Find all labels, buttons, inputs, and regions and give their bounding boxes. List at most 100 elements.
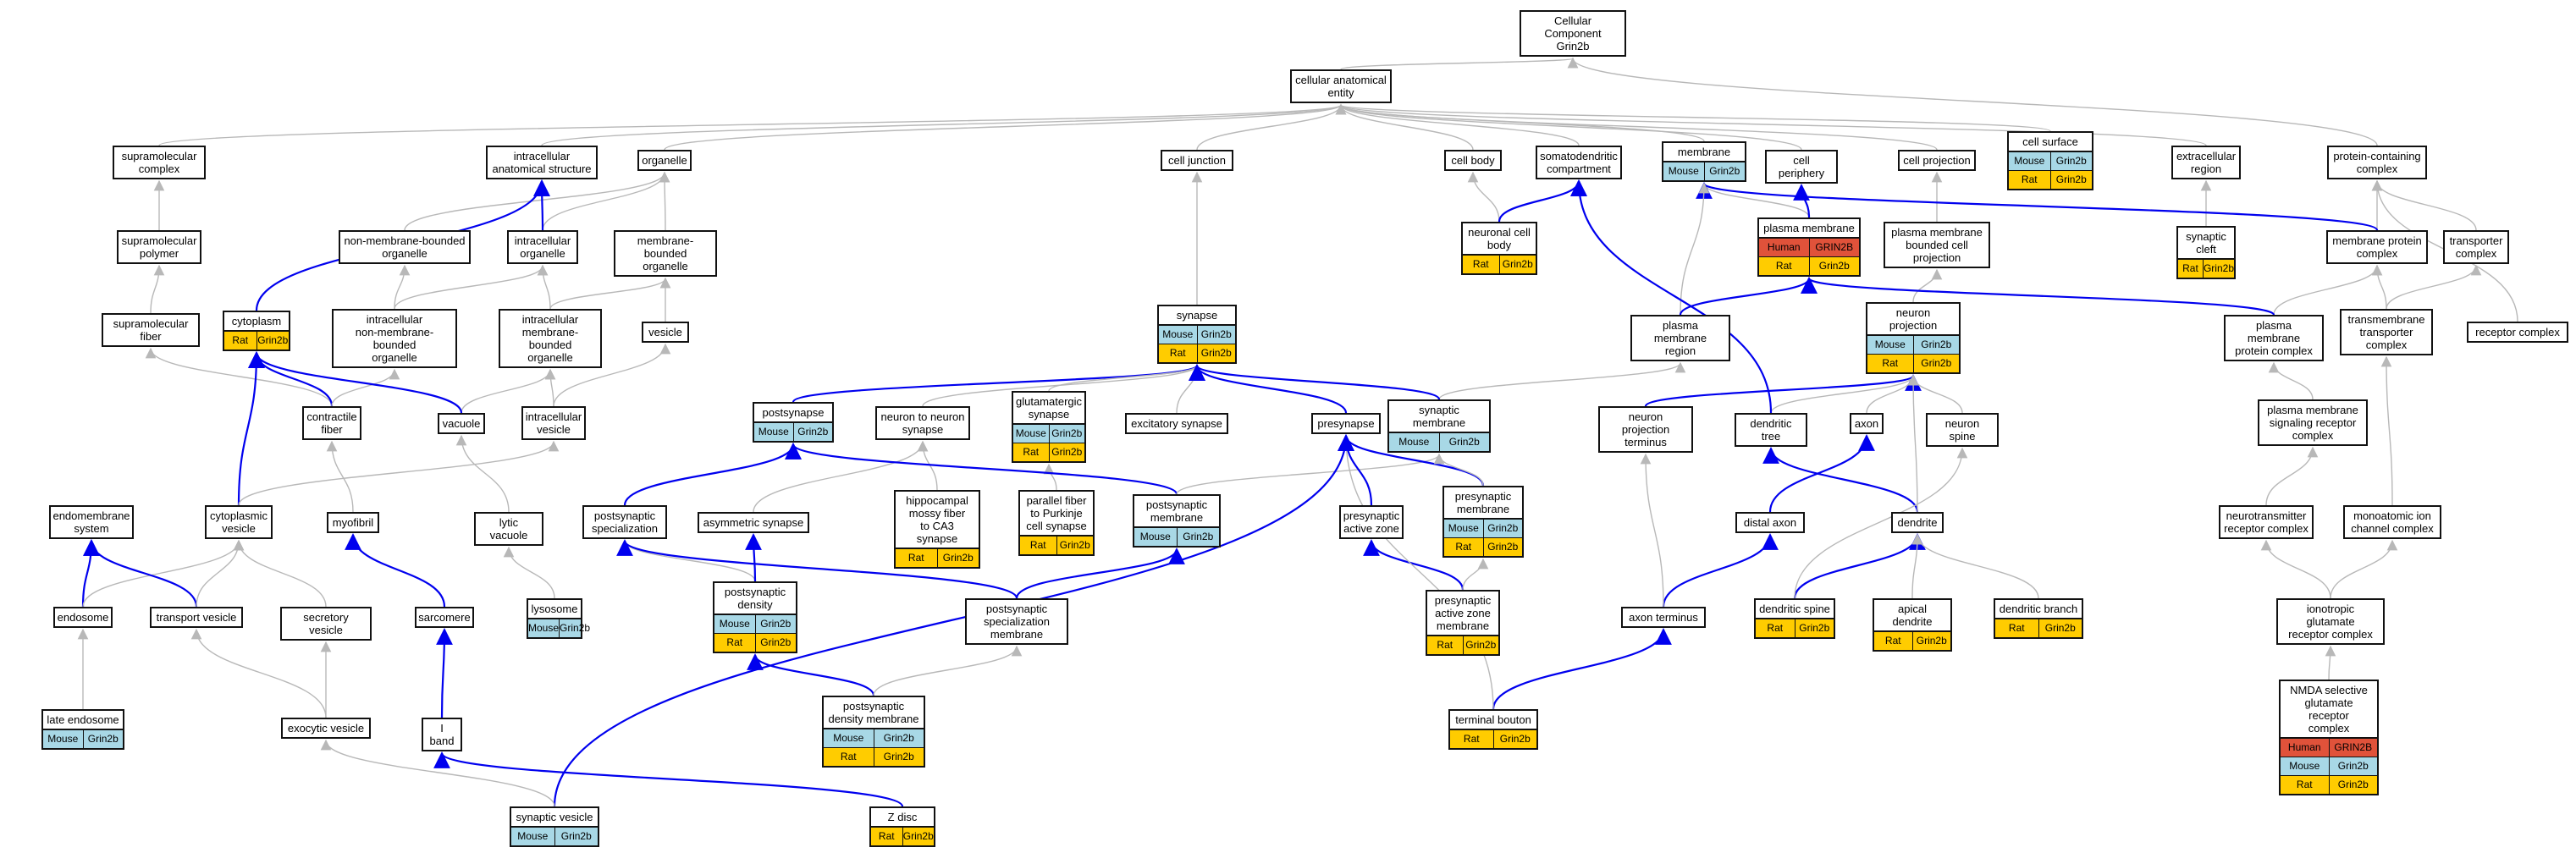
node-transporter-complex: transporter complex bbox=[2443, 230, 2509, 264]
species-label: Rat bbox=[1023, 446, 1040, 458]
species-label: Rat bbox=[1882, 357, 1899, 369]
species-label: Mouse bbox=[758, 426, 789, 438]
node-label: transporter complex bbox=[2449, 234, 2503, 260]
node-label: lysosome bbox=[528, 600, 581, 619]
node-label: neurotransmitter receptor complex bbox=[2224, 509, 2308, 535]
node-exocytic-vesicle: exocytic vesicle bbox=[281, 718, 371, 739]
node-label: exocytic vesicle bbox=[287, 722, 365, 735]
node-pm-protein-complex: plasma membrane protein complex bbox=[2224, 315, 2324, 361]
species-label: Rat bbox=[726, 636, 743, 648]
species-label: Mouse bbox=[1874, 338, 1906, 350]
node-axon: axon bbox=[1850, 413, 1884, 434]
node-nonmem-organelle: non-membrane-bounded organelle bbox=[339, 230, 471, 264]
edge-postsynapse-to-synapse bbox=[792, 364, 1205, 404]
gene-label: Grin2b bbox=[1498, 256, 1536, 273]
node-label: cellular anatomical entity bbox=[1295, 74, 1387, 99]
node-label: terminal bouton bbox=[1450, 711, 1536, 729]
edge-axon-to-neuron-projection bbox=[1866, 374, 1919, 414]
node-label: secretory vesicle bbox=[303, 611, 349, 636]
edge-glutamatergic-to-synapse bbox=[1048, 364, 1203, 392]
node-lytic-vacuole: lytic vacuole bbox=[474, 512, 543, 546]
gene-label: GRIN2B bbox=[2328, 739, 2378, 757]
node-i-band: I band bbox=[422, 718, 462, 751]
node-label: cell surface bbox=[2009, 133, 2092, 151]
edge-ionotropic-glutamate-to-neurotransmitter-receptor bbox=[2260, 539, 2331, 599]
edge-synaptic-membrane-to-pm-region bbox=[1438, 361, 1686, 400]
node-label: intracellular anatomical structure bbox=[492, 150, 592, 175]
edge-axon-terminus-to-distal-axon bbox=[1662, 533, 1779, 608]
edge-dendritic-spine-to-dendrite bbox=[1793, 533, 1926, 599]
edge-pm-region-to-plasma-membrane bbox=[1679, 277, 1818, 316]
node-nmda-receptor: NMDA selective glutamate receptor comple… bbox=[2279, 680, 2379, 795]
edge-pm-protein-complex-to-plasma-membrane bbox=[1801, 277, 2275, 316]
node-label: axon terminus bbox=[1629, 611, 1698, 624]
edge-cell-junction-to-cae bbox=[1196, 103, 1347, 151]
gene-label: Grin2b bbox=[1048, 425, 1085, 443]
edge-intracell-organelle-to-intracell-anat bbox=[533, 179, 550, 231]
species-label: Rat bbox=[1029, 539, 1046, 551]
node-label: membrane-bounded organelle bbox=[637, 234, 694, 272]
species-label: Mouse bbox=[528, 622, 560, 634]
species-label: Human bbox=[1767, 241, 1801, 253]
species-label: Mouse bbox=[2289, 760, 2320, 772]
edge-transport-vesicle-to-endomembrane bbox=[83, 539, 198, 608]
node-endosome: endosome bbox=[53, 607, 113, 628]
node-label: cell junction bbox=[1168, 154, 1226, 167]
species-label: Rat bbox=[878, 830, 895, 842]
node-label: vesicle bbox=[648, 326, 682, 338]
node-label: endomembrane system bbox=[52, 509, 130, 535]
edge-presynaptic-membrane-to-synaptic-membrane bbox=[1433, 453, 1484, 487]
node-postsynaptic-spec-membrane: postsynaptic specialization membrane bbox=[965, 598, 1068, 645]
edge-contractile-fiber-to-intracell-nonmem-organelle bbox=[331, 368, 400, 407]
node-root: Cellular Component Grin2b bbox=[1520, 10, 1626, 57]
gene-label: Grin2b bbox=[936, 549, 979, 567]
node-label: membrane bbox=[1663, 143, 1745, 162]
gene-label: Grin2b bbox=[754, 634, 797, 652]
edge-transporter-complex-to-protein-containing bbox=[2371, 179, 2477, 231]
node-label: asymmetric synapse bbox=[703, 516, 804, 529]
node-label: presynaptic membrane bbox=[1444, 487, 1522, 519]
node-ionotropic-glutamate: ionotropic glutamate receptor complex bbox=[2276, 598, 2385, 645]
node-membrane-protein-complex: membrane protein complex bbox=[2326, 230, 2428, 264]
node-label: presynaptic active zone membrane bbox=[1427, 592, 1498, 636]
edge-cytoplasmic-vesicle-to-intracell-vesicle bbox=[238, 440, 560, 506]
node-asymmetric-synapse: asymmetric synapse bbox=[698, 512, 809, 533]
node-label: postsynaptic specialization membrane bbox=[983, 603, 1051, 641]
node-label: hippocampal mossy fiber to CA3 synapse bbox=[896, 492, 979, 548]
species-gene-row: Rat Grin2b bbox=[714, 633, 796, 652]
node-label: cytoplasmic vesicle bbox=[210, 509, 268, 535]
edge-synaptic-vesicle-to-presynapse bbox=[553, 434, 1354, 807]
gene-label: Grin2b bbox=[2328, 776, 2378, 794]
node-label: supramolecular complex bbox=[121, 150, 197, 175]
edge-intracell-mem-organelle-to-mem-organelle bbox=[549, 277, 671, 310]
edge-myofibril-to-contractile-fiber bbox=[326, 440, 354, 513]
species-label: Mouse bbox=[1162, 328, 1194, 340]
gene-label: Grin2b bbox=[1056, 537, 1094, 554]
gene-label: Grin2b bbox=[559, 619, 590, 637]
node-label: ionotropic glutamate receptor complex bbox=[2288, 603, 2373, 641]
edge-sarcomere-to-myofibril bbox=[345, 533, 446, 608]
species-label: Mouse bbox=[833, 732, 864, 744]
edge-cell-surface-to-cae bbox=[1336, 103, 2051, 132]
node-vesicle: vesicle bbox=[642, 322, 689, 343]
edge-protein-containing-to-root bbox=[1567, 57, 2378, 146]
species-label: Mouse bbox=[2014, 155, 2045, 167]
edge-intracell-nonmem-organelle-to-intracell-organelle bbox=[394, 264, 549, 310]
gene-label: Grin2b bbox=[792, 423, 833, 441]
node-intracell-anat: intracellular anatomical structure bbox=[486, 146, 598, 179]
node-label: monoatomic ion channel complex bbox=[2351, 509, 2434, 535]
edge-transmembrane-transporter-to-transporter-complex bbox=[2386, 264, 2482, 310]
node-label: excitatory synapse bbox=[1131, 417, 1222, 430]
